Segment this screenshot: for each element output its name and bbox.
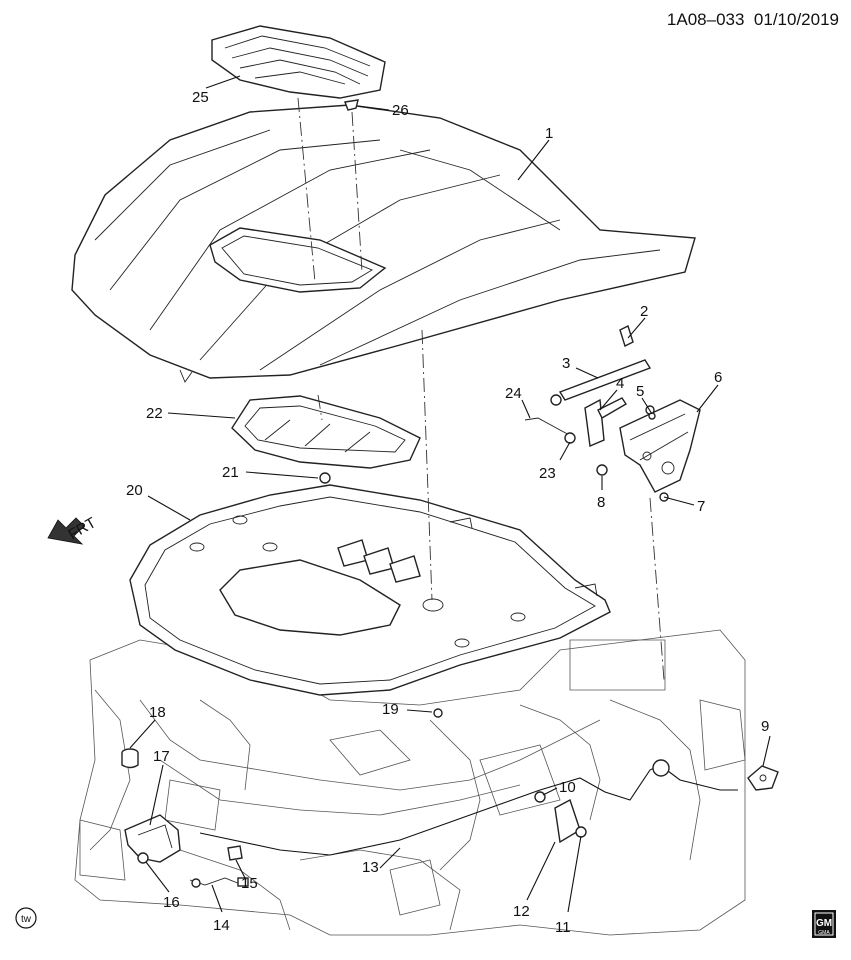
callout-1: 1 xyxy=(545,125,553,142)
callout-numbers: 1 2 3 4 5 6 7 8 9 10 11 12 13 14 15 16 1… xyxy=(126,89,769,936)
gm-logo-letters: GM xyxy=(816,918,832,929)
part-hood-hinge xyxy=(596,399,701,502)
part-hood xyxy=(71,104,696,383)
diagram-date: 01/10/2019 xyxy=(753,10,839,29)
callout-26: 26 xyxy=(392,102,409,119)
callout-2: 2 xyxy=(640,303,648,320)
part-clip xyxy=(227,845,243,861)
callout-4: 4 xyxy=(616,375,624,392)
callout-18: 18 xyxy=(149,704,166,721)
callout-8: 8 xyxy=(597,494,605,511)
callout-10: 10 xyxy=(559,779,576,796)
part-hood-latch xyxy=(124,814,181,864)
fasteners xyxy=(319,99,656,718)
part-hood-strut xyxy=(550,325,652,406)
corner-badge-text: tw xyxy=(21,914,32,925)
diagram-id: 1A08–033 01/10/2019 xyxy=(667,10,839,30)
part-release-cable xyxy=(199,759,738,856)
part-hood-insulator xyxy=(129,484,611,696)
callout-16: 16 xyxy=(163,894,180,911)
front-direction-arrow: FRT xyxy=(47,514,100,545)
callout-22: 22 xyxy=(146,405,163,422)
part-hood-scoop-upper xyxy=(211,25,386,99)
callout-12: 12 xyxy=(513,903,530,920)
part-hood-scoop-lower xyxy=(231,395,421,469)
callout-11: 11 xyxy=(555,919,571,936)
callout-3: 3 xyxy=(562,355,570,372)
part-hood-hinge-rod xyxy=(524,397,627,448)
callout-6: 6 xyxy=(714,369,722,386)
diagram-code: 1A08–033 xyxy=(666,10,745,29)
front-label: FRT xyxy=(66,514,100,543)
part-release-handle xyxy=(747,765,779,791)
callout-15: 15 xyxy=(241,875,258,892)
callout-14: 14 xyxy=(213,917,230,934)
part-cable-bracket xyxy=(554,798,587,844)
part-hood-bumper xyxy=(121,748,139,769)
callout-13: 13 xyxy=(362,859,379,876)
gm-logo: GM GMA xyxy=(812,910,836,938)
callout-20: 20 xyxy=(126,482,143,499)
corner-badge: tw xyxy=(15,907,37,929)
callout-25: 25 xyxy=(192,89,209,106)
gm-logo-subtext: GMA xyxy=(818,930,830,936)
callout-9: 9 xyxy=(761,718,769,735)
callout-19: 19 xyxy=(382,701,399,718)
part-wiring-harness xyxy=(189,877,249,888)
callout-17: 17 xyxy=(153,748,170,765)
callout-7: 7 xyxy=(697,498,705,515)
callout-24: 24 xyxy=(505,385,522,402)
callout-leaders xyxy=(129,75,771,913)
callout-23: 23 xyxy=(539,465,556,482)
callout-21: 21 xyxy=(222,464,239,481)
alignment-lines xyxy=(297,97,665,681)
callout-5: 5 xyxy=(636,383,644,400)
